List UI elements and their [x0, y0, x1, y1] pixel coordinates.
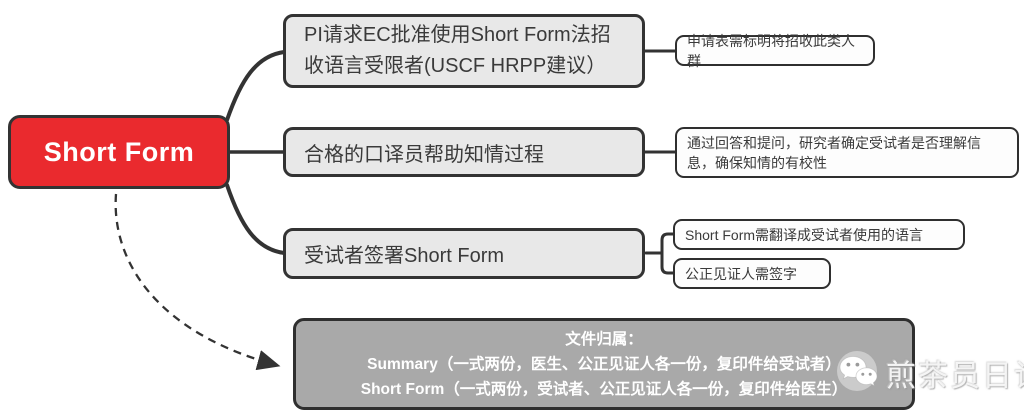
root-node-short-form: Short Form [8, 115, 230, 189]
summary-line-short-form: Short Form（一式两份，受试者、公正见证人各一份，复印件给医生） [360, 380, 848, 398]
note-node-text: 通过回答和提问，研究者确定受试者是否理解信 息，确保知情的有校性 [687, 134, 981, 171]
branch-node-interpreter: 合格的口译员帮助知情过程 [283, 127, 645, 177]
root-node-label: Short Form [43, 136, 195, 167]
summary-line-summary: Summary（一式两份，医生、公正见证人各一份，复印件给受试者） [367, 355, 841, 373]
branch-node-signing: 受试者签署Short Form [283, 228, 645, 279]
note-node-witness: 公正见证人需签字 [673, 258, 831, 289]
note-node-translation: Short Form需翻译成受试者使用的语言 [673, 219, 965, 250]
connector-root-bottom [225, 183, 286, 255]
summary-node-document-ownership: 文件归属： Summary（一式两份，医生、公正见证人各一份，复印件给受试者） … [293, 318, 915, 410]
connector-root-summary-dashed [114, 193, 281, 371]
note-node-text: 申请表需标明将招收此类人群 [687, 32, 855, 69]
note-node-comprehension: 通过回答和提问，研究者确定受试者是否理解信 息，确保知情的有校性 [675, 127, 1019, 178]
summary-title: 文件归属： [565, 330, 643, 348]
branch-node-text: 受试者签署Short Form [304, 245, 505, 267]
branch-node-text: PI请求EC批准使用Short Form法招 收语言受限者(USCF HRPP建… [304, 24, 611, 77]
note-node-text: 公正见证人需签字 [685, 265, 797, 282]
connector-bottom-fork [644, 232, 675, 275]
branch-node-ec-approval: PI请求EC批准使用Short Form法招 收语言受限者(USCF HRPP建… [283, 14, 645, 88]
note-node-application: 申请表需标明将招收此类人群 [675, 33, 875, 69]
connector-root-top [225, 50, 286, 122]
note-node-text: Short Form需翻译成受试者使用的语言 [685, 226, 924, 243]
branch-node-text: 合格的口译员帮助知情过程 [304, 143, 544, 166]
